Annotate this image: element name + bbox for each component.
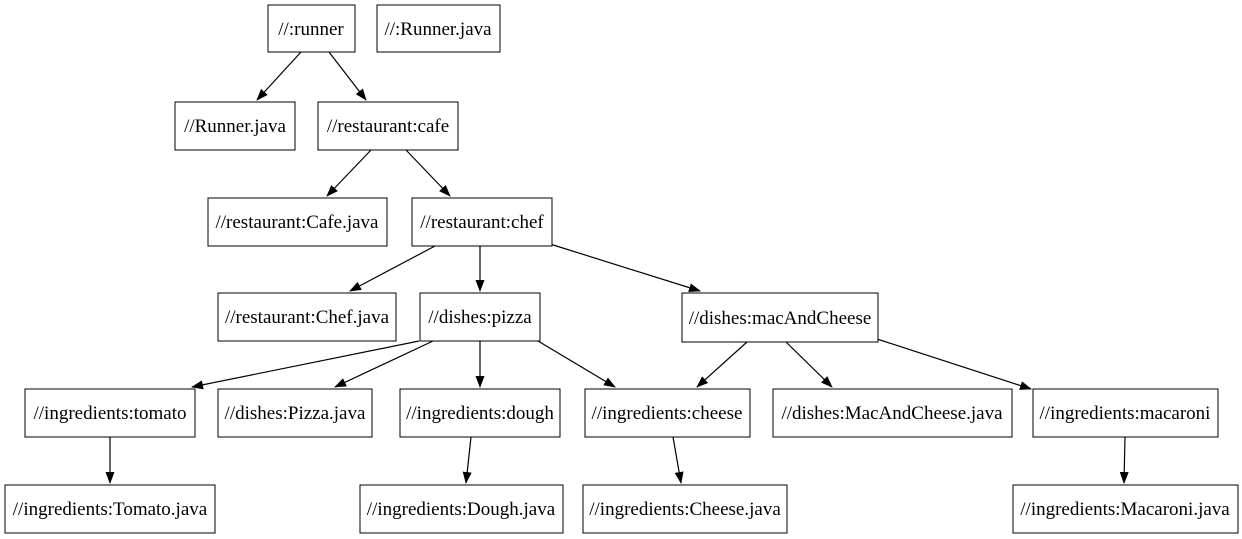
- edge-cafe-to-cafe-java: [326, 149, 372, 197]
- node-box: [681, 292, 879, 343]
- node-label: //dishes:Pizza.java: [225, 403, 366, 424]
- node-dough: //ingredients:dough: [399, 388, 561, 438]
- node-cheese-java: //ingredients:Cheese.java: [582, 484, 788, 534]
- node-runner: //:runner: [267, 4, 356, 53]
- node-box: [217, 292, 397, 342]
- node-label: //:Runner.java: [384, 19, 492, 40]
- node-chef: //restaurant:chef: [411, 197, 553, 247]
- node-label: //ingredients:tomato: [33, 403, 186, 424]
- node-runner-java: //Runner.java: [174, 101, 296, 151]
- node-mac-and-cheese-java: //dishes:MacAndCheese.java: [772, 388, 1013, 438]
- node-label: //ingredients:cheese: [592, 403, 743, 424]
- edge-runner-to-runner-java: [256, 51, 302, 101]
- edge-pizza-to-cheese: [537, 340, 616, 388]
- node-box: [582, 484, 788, 534]
- node-label: //ingredients:macaroni: [1040, 403, 1211, 424]
- node-runner-java-src: //:Runner.java: [376, 4, 501, 53]
- node-label: //Runner.java: [184, 116, 286, 137]
- node-label: //ingredients:Tomato.java: [13, 499, 208, 520]
- node-box: [317, 101, 459, 151]
- node-box: [411, 197, 553, 247]
- node-macaroni: //ingredients:macaroni: [1032, 388, 1219, 438]
- node-cafe: //restaurant:cafe: [317, 101, 459, 151]
- node-box: [174, 101, 296, 151]
- node-box: [419, 292, 541, 342]
- node-label: //dishes:macAndCheese: [689, 308, 872, 329]
- node-dough-java: //ingredients:Dough.java: [359, 484, 564, 534]
- node-tomato: //ingredients:tomato: [24, 388, 196, 438]
- node-label: //restaurant:Cafe.java: [215, 212, 379, 233]
- node-layer: //:runner //:Runner.java //Runner.java /…: [4, 4, 1239, 534]
- node-pizza-java: //dishes:Pizza.java: [217, 388, 373, 438]
- node-box: [1032, 388, 1219, 438]
- edge-mac-and-cheese-to-cheese: [696, 341, 748, 388]
- edge-mac-and-cheese-to-mac-and-cheese-java: [785, 341, 833, 388]
- node-box: [584, 388, 751, 438]
- edge-layer: [105, 51, 1129, 484]
- node-box: [376, 4, 501, 53]
- node-box: [217, 388, 373, 438]
- node-box: [772, 388, 1013, 438]
- node-label: //dishes:pizza: [428, 307, 532, 328]
- node-label: //ingredients:Macaroni.java: [1020, 499, 1230, 520]
- edge-chef-to-mac-and-cheese: [549, 243, 701, 293]
- node-cafe-java: //restaurant:Cafe.java: [207, 197, 388, 247]
- node-label: //restaurant:cafe: [327, 116, 449, 137]
- node-macaroni-java: //ingredients:Macaroni.java: [1012, 484, 1239, 534]
- edge-runner-to-cafe: [328, 51, 367, 101]
- node-label: //dishes:MacAndCheese.java: [781, 403, 1003, 424]
- node-box: [4, 484, 216, 534]
- edge-cafe-to-chef: [405, 149, 451, 197]
- edge-pizza-to-pizza-java: [334, 340, 434, 388]
- node-label: //ingredients:dough: [406, 403, 554, 424]
- edge-dough-to-dough-java: [462, 436, 472, 484]
- node-pizza: //dishes:pizza: [419, 292, 541, 342]
- edge-cheese-to-cheese-java: [672, 436, 684, 484]
- node-box: [24, 388, 196, 438]
- node-label: //:runner: [278, 19, 344, 40]
- node-tomato-java: //ingredients:Tomato.java: [4, 484, 216, 534]
- edge-pizza-to-tomato: [191, 340, 420, 390]
- node-cheese: //ingredients:cheese: [584, 388, 751, 438]
- node-box: [267, 4, 356, 53]
- node-chef-java: //restaurant:Chef.java: [217, 292, 397, 342]
- node-label: //restaurant:chef: [420, 212, 544, 233]
- node-box: [359, 484, 564, 534]
- node-label: //ingredients:Cheese.java: [589, 499, 781, 520]
- node-mac-and-cheese: //dishes:macAndCheese: [681, 292, 879, 343]
- edge-mac-and-cheese-to-macaroni: [876, 338, 1032, 390]
- node-box: [207, 197, 388, 247]
- node-box: [1012, 484, 1239, 534]
- edge-chef-to-chef-java: [349, 245, 436, 292]
- node-box: [399, 388, 561, 438]
- edge-macaroni-to-macaroni-java: [1119, 436, 1129, 484]
- node-label: //restaurant:Chef.java: [225, 307, 390, 328]
- node-label: //ingredients:Dough.java: [367, 499, 556, 520]
